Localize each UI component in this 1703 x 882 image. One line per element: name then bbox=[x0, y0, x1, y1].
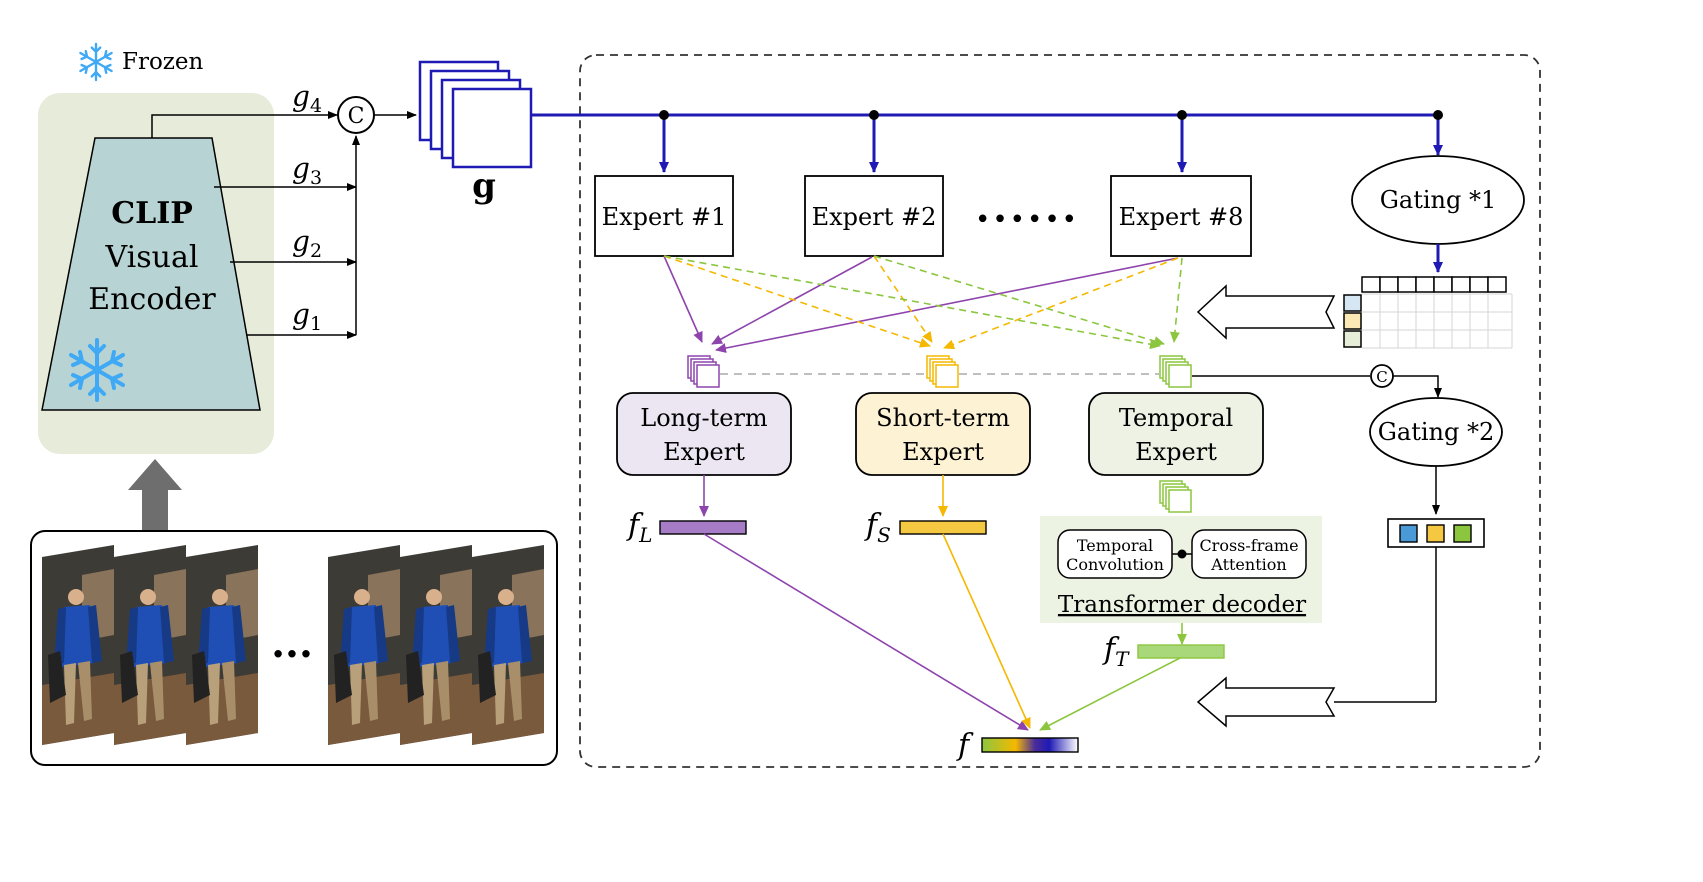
frame-n bbox=[472, 545, 544, 745]
g3-label: g3 bbox=[292, 152, 322, 189]
encoder-line-visual: Visual bbox=[105, 240, 199, 275]
short-term-expert-line2: Expert bbox=[902, 438, 984, 466]
fL-label: fL bbox=[626, 508, 652, 547]
weight-apply-arrow-2 bbox=[1196, 676, 1336, 728]
cross-frame-attention-line1: Cross-frame bbox=[1199, 536, 1298, 555]
frame-n-2 bbox=[328, 545, 400, 745]
f-final-label: f bbox=[956, 728, 974, 763]
final-feature-bar bbox=[981, 737, 1079, 753]
temporal-expert-line2: Expert bbox=[1135, 438, 1217, 466]
concat-2-symbol: C bbox=[1376, 368, 1387, 386]
fT-feature-bar bbox=[1137, 644, 1225, 659]
fL-feature-bar bbox=[659, 520, 747, 535]
frozen-label: Frozen bbox=[122, 49, 204, 75]
frame-1 bbox=[42, 545, 114, 745]
cross-frame-attention-box bbox=[1191, 529, 1307, 579]
fL-to-f-arrow bbox=[703, 533, 1029, 731]
temporal-expert-line1: Temporal bbox=[1119, 404, 1233, 432]
gating-weight-matrix bbox=[1343, 276, 1513, 349]
feature-bus bbox=[532, 113, 1443, 173]
g4-label: g4 bbox=[292, 80, 322, 117]
concat-symbol: C bbox=[348, 104, 365, 129]
temporal-convolution-line1: Temporal bbox=[1077, 536, 1153, 555]
frame-3 bbox=[186, 545, 258, 745]
long-term-feature-stack bbox=[687, 355, 720, 388]
frames-ellipsis: ··· bbox=[271, 631, 313, 678]
routing-green bbox=[663, 255, 1183, 350]
gating-2-weight-short bbox=[1426, 524, 1445, 543]
gating-2-label: Gating *2 bbox=[1378, 418, 1495, 446]
g2-label: g2 bbox=[292, 225, 322, 262]
routing-purple bbox=[663, 255, 1179, 353]
encoder-line-encoder: Encoder bbox=[88, 282, 216, 317]
expert-8-label: Expert #8 bbox=[1119, 203, 1244, 231]
frame-n-1 bbox=[400, 545, 472, 745]
frozen-snowflake-icon bbox=[79, 42, 113, 82]
expert-1-box bbox=[594, 175, 734, 257]
g1-label: g1 bbox=[292, 298, 322, 335]
long-term-expert-line1: Long-term bbox=[640, 404, 768, 432]
short-term-expert-line1: Short-term bbox=[876, 404, 1010, 432]
expert-8-box bbox=[1110, 175, 1252, 257]
concat-2-to-gating-2-arrow bbox=[1393, 375, 1442, 398]
gating-2-weight-long bbox=[1399, 524, 1418, 543]
experts-ellipsis: •••••• bbox=[975, 205, 1079, 235]
gating-2-weight-temporal bbox=[1453, 524, 1472, 543]
encoder-feature-branches bbox=[151, 111, 360, 339]
encoder-title: CLIP bbox=[111, 196, 193, 231]
decoder-connector-dot bbox=[1177, 549, 1187, 559]
short-term-feature-stack bbox=[926, 355, 959, 388]
weight-apply-arrow-1 bbox=[1196, 284, 1336, 340]
frozen-legend: Frozen bbox=[79, 42, 204, 82]
g-stack-label: g bbox=[472, 166, 496, 206]
long-term-expert-line2: Expert bbox=[663, 438, 745, 466]
fS-label: fS bbox=[864, 508, 891, 547]
fS-to-f-arrow bbox=[942, 533, 1031, 729]
input-up-arrow bbox=[128, 459, 182, 540]
bus-junction-dots bbox=[659, 110, 1443, 120]
fT-to-f-arrow bbox=[1039, 657, 1181, 731]
cross-frame-attention-line2: Attention bbox=[1210, 555, 1286, 574]
moe-panel-border bbox=[579, 54, 1541, 768]
gating-1-label: Gating *1 bbox=[1380, 186, 1497, 214]
transformer-decoder-title: Transformer decoder bbox=[1058, 592, 1306, 618]
fT-label: fT bbox=[1102, 632, 1130, 671]
fS-feature-bar bbox=[899, 520, 987, 535]
g-feature-stack bbox=[418, 60, 533, 169]
temporal-decoder-input-stack bbox=[1159, 480, 1192, 513]
frame-2 bbox=[114, 545, 186, 745]
temporal-feature-stack bbox=[1159, 355, 1192, 388]
temporal-convolution-line2: Convolution bbox=[1066, 555, 1164, 574]
temporal-expert-box bbox=[1088, 392, 1264, 476]
expert-2-label: Expert #2 bbox=[812, 203, 937, 231]
expert-1-label: Expert #1 bbox=[602, 203, 727, 231]
